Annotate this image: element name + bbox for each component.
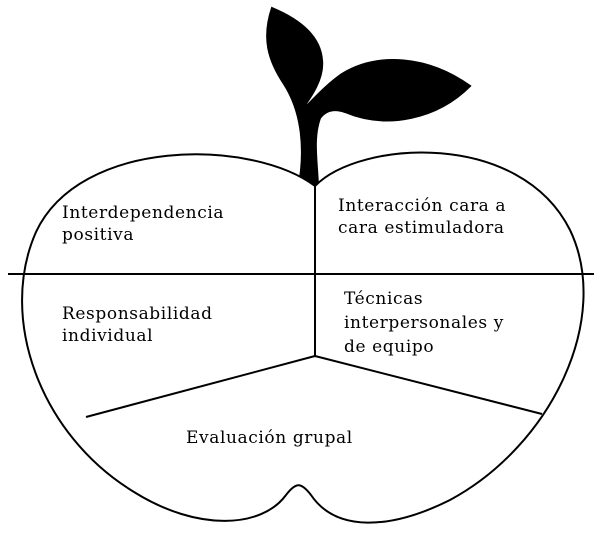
section-middle-right-label: Técnicas interpersonales y de equipo <box>344 287 504 359</box>
section-top-left-line-2: positiva <box>62 225 135 245</box>
section-top-right-line-2: cara estimuladora <box>338 218 505 238</box>
section-middle-right-line-2: interpersonales y <box>344 313 504 333</box>
section-middle-right-line-1: Técnicas <box>344 289 424 309</box>
lower-right-divider <box>314 355 543 415</box>
section-bottom-line-1: Evaluación grupal <box>186 428 353 448</box>
section-top-right-label: Interacción cara a cara estimuladora <box>338 195 506 239</box>
section-middle-right-line-3: de equipo <box>344 337 435 357</box>
section-middle-left-line-2: individual <box>62 326 154 346</box>
lower-left-divider <box>85 355 316 418</box>
section-bottom-label: Evaluación grupal <box>186 427 353 449</box>
apple-body-outline <box>21 151 585 524</box>
section-middle-left-line-1: Responsabilidad <box>62 304 213 324</box>
section-middle-left-label: Responsabilidad individual <box>62 303 213 347</box>
section-top-right-line-1: Interacción cara a <box>338 196 507 216</box>
apple-leaf-icon <box>266 6 472 191</box>
section-top-left-label: Interdependencia positiva <box>62 202 224 246</box>
section-top-left-line-1: Interdependencia <box>62 203 225 223</box>
